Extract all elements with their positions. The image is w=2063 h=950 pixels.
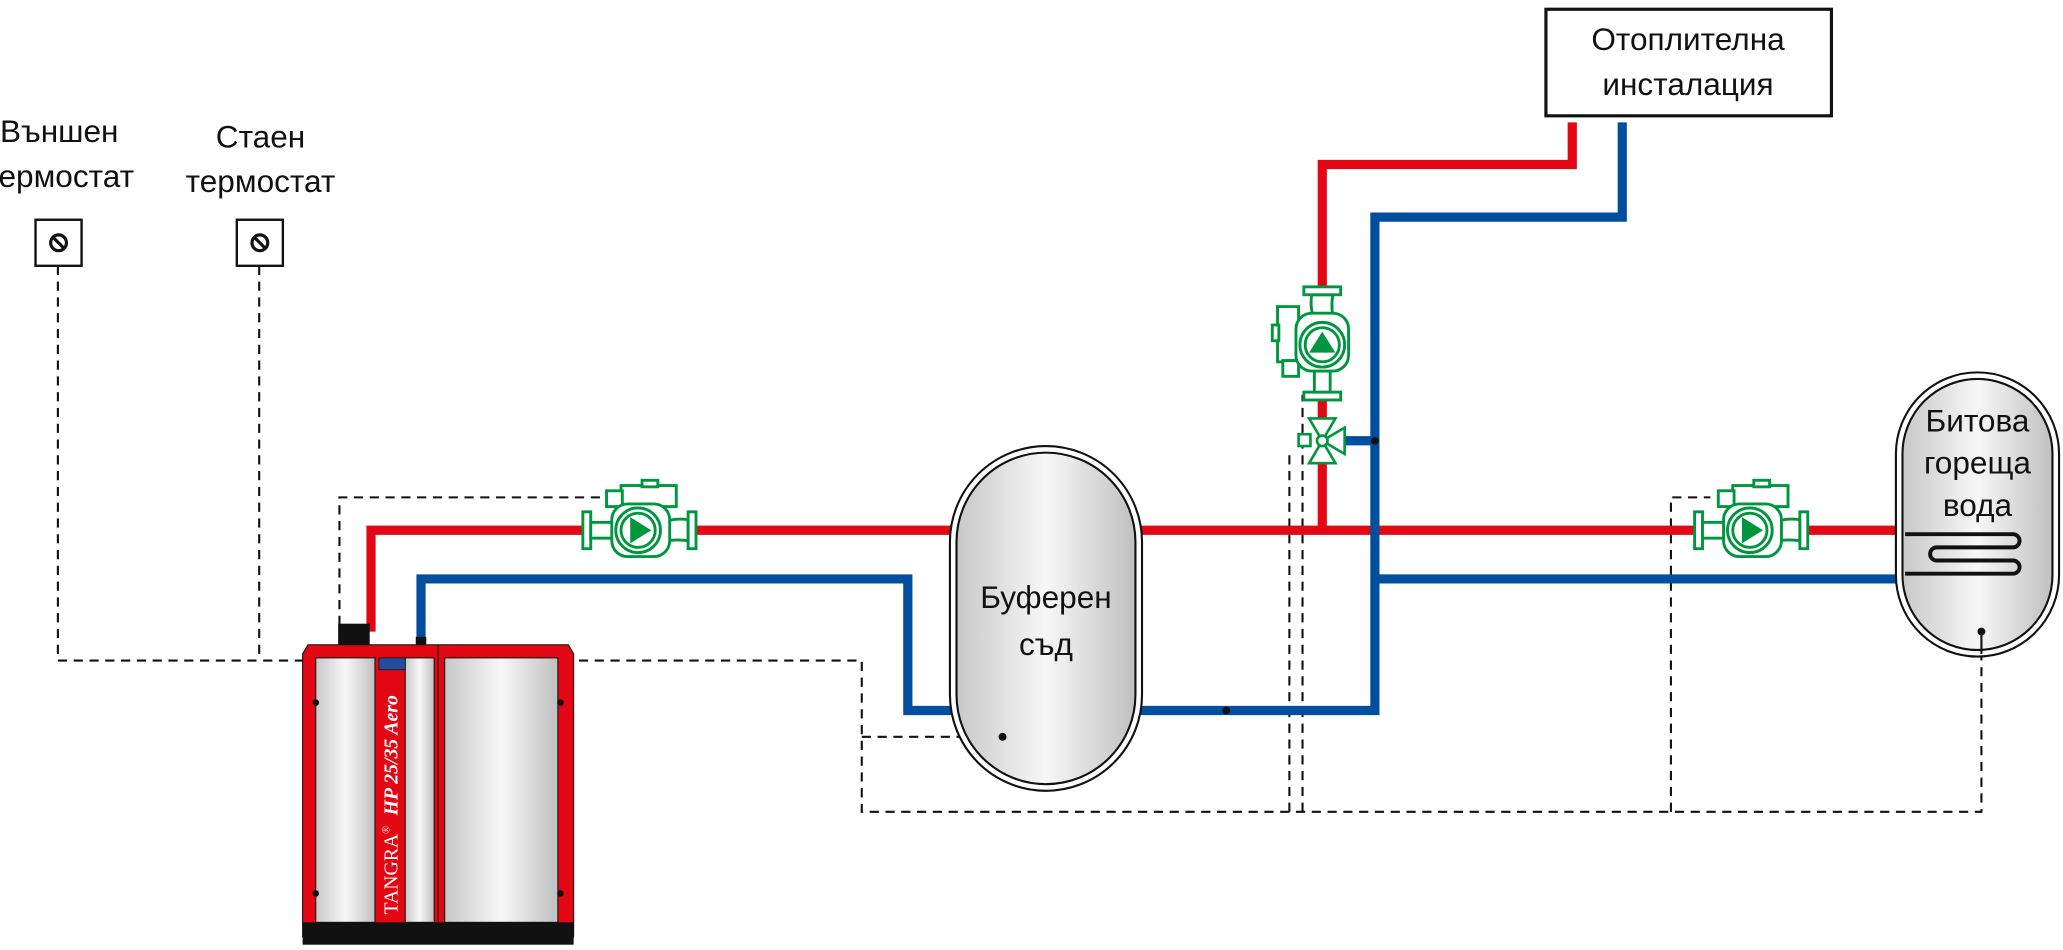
room-thermostat-icon xyxy=(235,218,285,267)
heating-installation-label-1: Отоплителна xyxy=(1591,21,1785,57)
return-pipes xyxy=(416,122,1902,716)
boiler-model: HP 25/35 Aero xyxy=(380,695,402,816)
dhw-tank-label-1: Битова xyxy=(1925,403,2029,439)
dhw-sensor xyxy=(1977,627,1986,636)
heating-installation: Отоплителна инсталация xyxy=(1544,7,1834,118)
room-thermostat-label-1: Стаен xyxy=(216,118,305,154)
buffer-tank-label-1: Буферен xyxy=(980,579,1112,615)
outdoor-thermostat-icon xyxy=(34,218,83,267)
control-wiring xyxy=(56,265,1983,813)
buffer-tank-label-2: съд xyxy=(1019,626,1073,662)
buffer-tank: Буферен съд xyxy=(948,445,1144,792)
buffer-sensor xyxy=(998,732,1007,741)
boiler-control-panel xyxy=(378,657,406,671)
dhw-pump-icon xyxy=(1693,478,1810,559)
outdoor-thermostat-label-1: Външен xyxy=(0,113,118,149)
dhw-tank-label-2: гореща xyxy=(1924,445,2031,481)
boiler-brand: TANGRA xyxy=(380,833,402,914)
boiler: TANGRA® HP 25/35 Aero xyxy=(302,623,575,945)
heating-installation-label-2: инсталация xyxy=(1602,66,1773,102)
room-thermostat-label-2: термостат xyxy=(186,163,336,199)
heating-coil xyxy=(1905,532,2022,576)
dhw-tank-label-3: вода xyxy=(1943,487,2013,523)
three-way-valve-icon xyxy=(1297,417,1346,465)
heating-pump-icon xyxy=(1270,285,1351,402)
boiler-pump-icon xyxy=(581,478,698,559)
svg-text:TANGRA®HP 25/35 Aero: TANGRA® HP 25/35 Aero xyxy=(380,695,402,914)
dhw-tank: Битова гореща вода xyxy=(1894,371,2061,658)
outdoor-thermostat-label-2: термостат xyxy=(0,158,134,194)
boiler-registered: ® xyxy=(381,826,392,834)
